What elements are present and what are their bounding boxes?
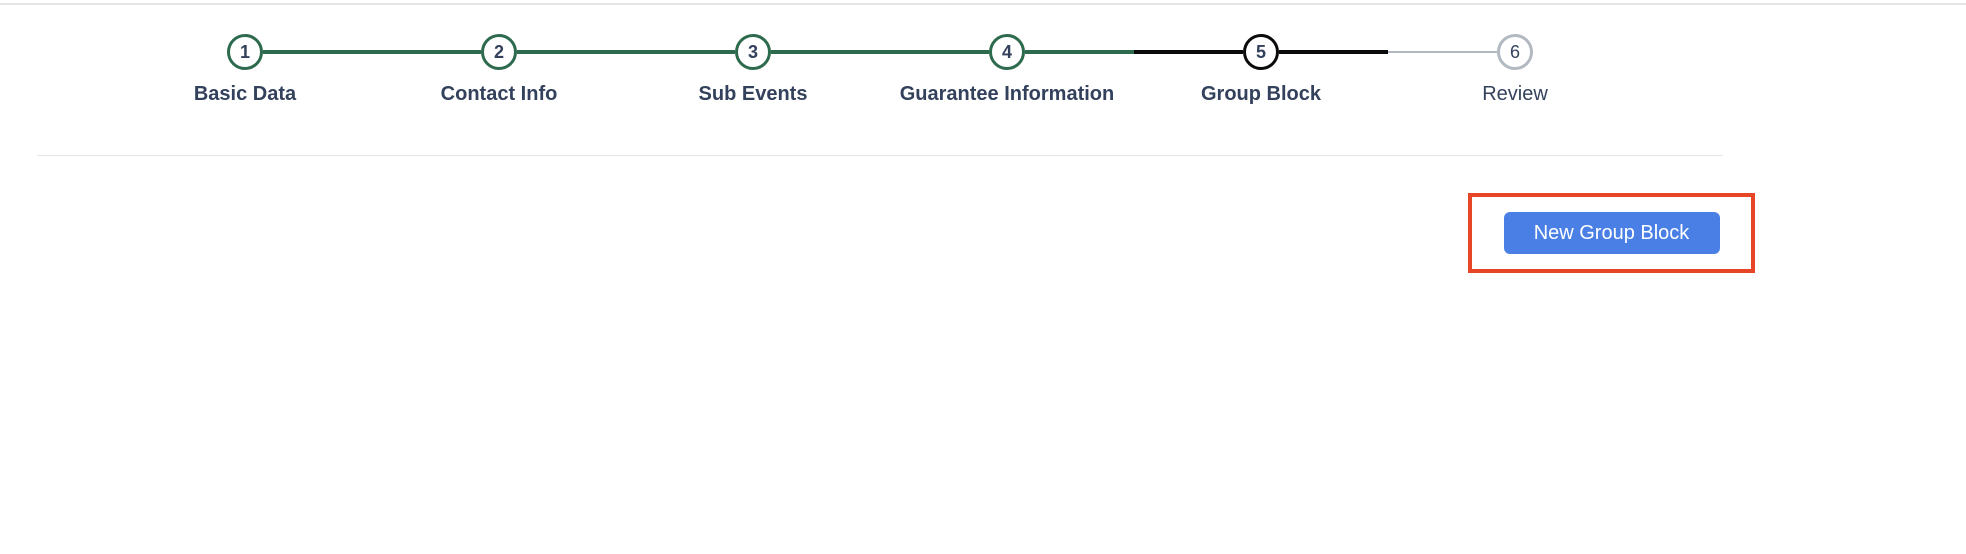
step-connector-right — [1279, 50, 1388, 54]
step-connector-left — [372, 50, 481, 54]
step-connector-right — [263, 50, 372, 54]
step-label: Basic Data — [193, 83, 297, 105]
step-contact-info: 2 Contact Info — [372, 34, 626, 106]
step-group-block: 5 Group Block — [1134, 34, 1388, 106]
step-circle[interactable]: 4 — [989, 34, 1025, 70]
step-circle[interactable]: 3 — [735, 34, 771, 70]
step-connector-right — [517, 50, 626, 54]
step-track: 6 — [1388, 34, 1642, 70]
step-track: 4 — [880, 34, 1134, 70]
step-review: 6 Review — [1388, 34, 1642, 106]
step-label: Guarantee Information — [899, 83, 1115, 105]
step-connector-right — [771, 50, 880, 54]
step-connector-left — [626, 50, 735, 54]
step-circle[interactable]: 6 — [1497, 34, 1533, 70]
step-connector-left — [1134, 50, 1243, 54]
step-circle[interactable]: 1 — [227, 34, 263, 70]
step-connector-left — [1388, 51, 1497, 53]
step-label: Review — [1482, 83, 1548, 105]
step-track: 1 — [118, 34, 372, 70]
step-circle[interactable]: 5 — [1243, 34, 1279, 70]
step-connector-right — [1025, 50, 1134, 54]
step-basic-data: 1 Basic Data — [118, 34, 372, 106]
step-label: Contact Info — [440, 83, 558, 105]
step-guarantee-information: 4 Guarantee Information — [880, 34, 1134, 106]
step-connector-left — [118, 50, 227, 54]
step-track: 3 — [626, 34, 880, 70]
step-track: 2 — [372, 34, 626, 70]
step-label: Sub Events — [698, 83, 808, 105]
new-group-block-button[interactable]: New Group Block — [1503, 212, 1720, 254]
step-sub-events: 3 Sub Events — [626, 34, 880, 106]
step-track: 5 — [1134, 34, 1388, 70]
step-label: Group Block — [1200, 83, 1321, 105]
wizard-stepper: 1 Basic Data 2 Contact Info 3 Sub Events… — [118, 34, 1642, 106]
content-divider — [37, 155, 1723, 156]
annotation-highlight-box: New Group Block — [1468, 193, 1755, 273]
step-connector-left — [880, 50, 989, 54]
step-connector-right — [1533, 51, 1642, 53]
step-circle[interactable]: 2 — [481, 34, 517, 70]
page-top-divider — [0, 3, 1966, 5]
